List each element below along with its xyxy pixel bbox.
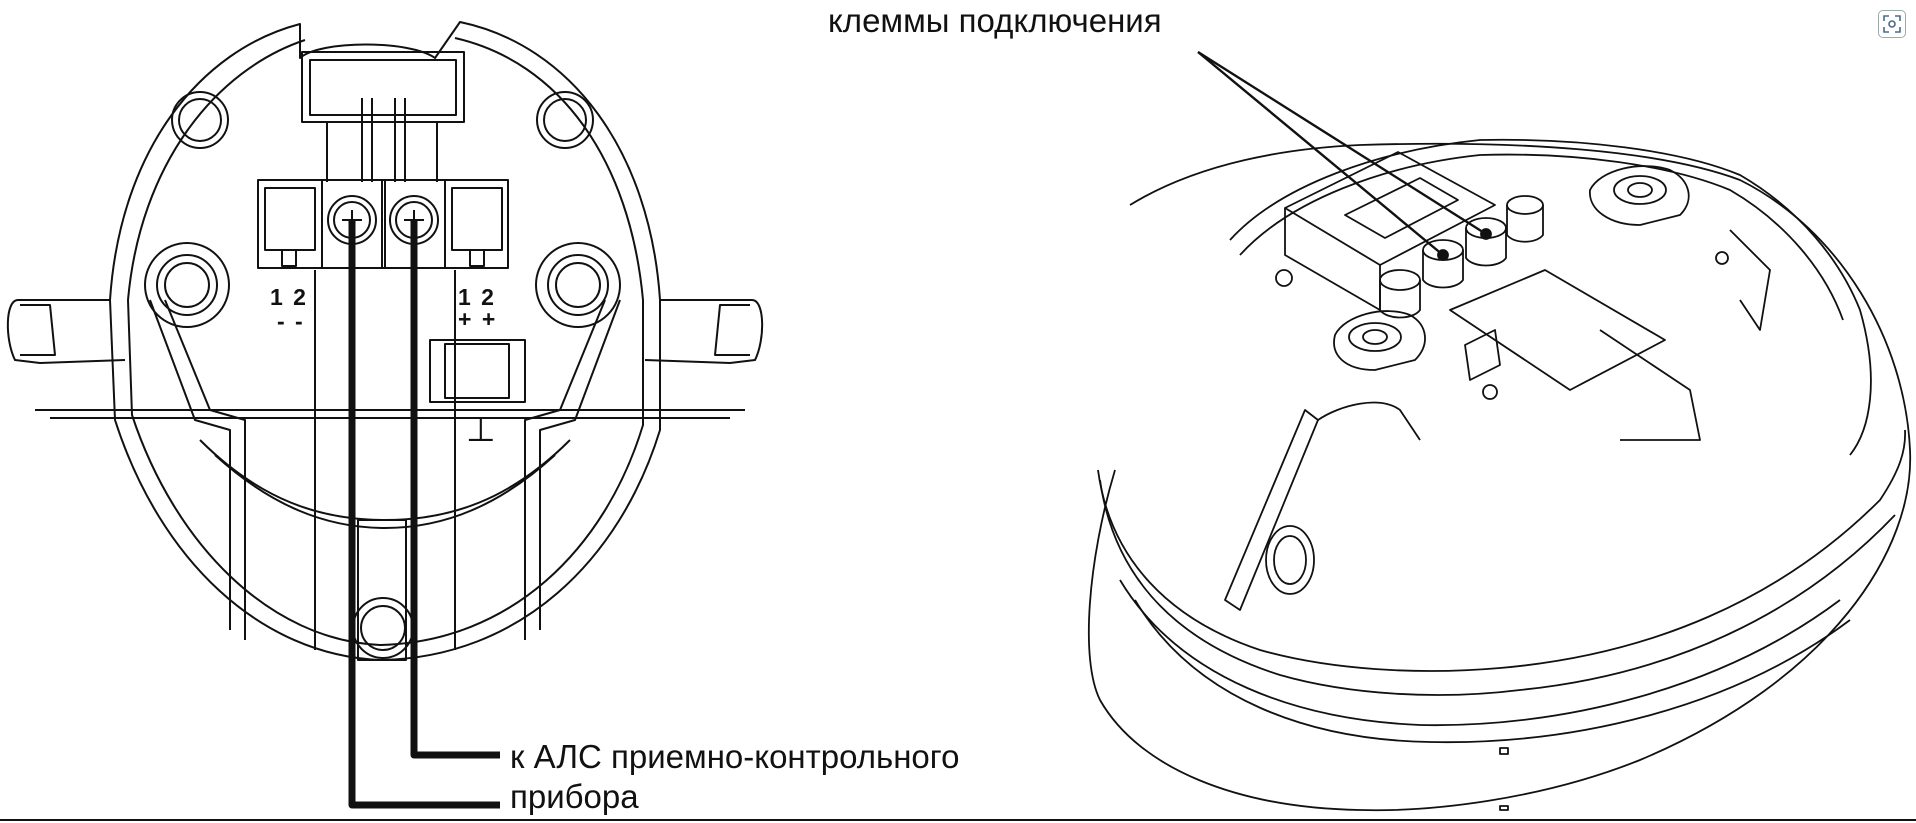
- flange-right: [644, 299, 764, 364]
- mount-hole: [171, 91, 229, 149]
- dome-rim-2: [1099, 479, 1896, 696]
- ground-symbol: ⊥: [466, 411, 496, 449]
- dome-notch: [1499, 747, 1509, 755]
- leader-line: [1197, 50, 1487, 236]
- mount-hole: [543, 98, 587, 142]
- als-label-line2: прибора: [510, 778, 639, 815]
- component-capacitor: [429, 339, 526, 403]
- mount-boss: [164, 262, 210, 308]
- connector-block-side: [1284, 208, 1381, 311]
- small-hole: [1275, 269, 1293, 287]
- wire-plus: [410, 220, 500, 759]
- mount-boss: [156, 254, 218, 316]
- mount-boss: [144, 242, 230, 328]
- base-outline: [109, 21, 661, 661]
- terminal-post: [1506, 195, 1544, 243]
- mount-ear: [1333, 310, 1426, 371]
- base-cutout: [1224, 409, 1319, 611]
- mount-hole-bottom: [360, 605, 406, 651]
- inner-arc-2: [214, 454, 556, 529]
- flange-left-tab: [20, 304, 56, 356]
- mount-boss: [555, 262, 601, 308]
- recess: [1449, 269, 1666, 391]
- connector-housing: [301, 51, 465, 123]
- base-3d-view: [1087, 50, 1912, 812]
- wire-minus: [348, 220, 500, 809]
- terminal-post: [1465, 217, 1507, 267]
- small-hole: [1715, 251, 1729, 265]
- terminal-polarity-right: + +: [458, 306, 498, 332]
- dome-outline: [1087, 142, 1912, 812]
- terminal-foot: [469, 249, 485, 267]
- inner-arc: [199, 439, 571, 521]
- terminal-cell: [451, 187, 503, 251]
- terminal-post: [1379, 269, 1421, 319]
- connector-block-slot: [1344, 177, 1459, 239]
- terminal-numbers-left: 1 2: [270, 284, 308, 310]
- dome-rim-1: [1097, 429, 1906, 672]
- connector-block: [1284, 151, 1496, 266]
- recess: [1464, 329, 1501, 381]
- terminal-foot: [281, 249, 297, 267]
- top-plate-inner: [1239, 153, 1844, 321]
- mount-hole: [536, 91, 594, 149]
- connector-housing-inner: [309, 59, 457, 116]
- als-label-line1: к АЛС приемно-контрольного: [510, 738, 960, 775]
- terminal-polarity-left: - -: [277, 308, 305, 334]
- focus-scan-icon[interactable]: [1878, 10, 1906, 38]
- flange-right-tab: [714, 304, 750, 356]
- top-plate: [1229, 138, 1872, 456]
- side-lug: [1729, 229, 1771, 331]
- terminal-post: [1422, 239, 1464, 289]
- mount-hole: [178, 98, 222, 142]
- rib-right: [539, 299, 621, 630]
- terminal-cell: [264, 187, 316, 251]
- base-cutout-2: [1317, 401, 1421, 441]
- dome-rim-3: [1119, 579, 1841, 727]
- dome-notch: [1499, 805, 1509, 811]
- terminal-numbers-right: 1 2: [458, 284, 496, 310]
- base-bottom-view: [6, 21, 764, 809]
- dome-hole: [1273, 535, 1307, 585]
- leader-line: [1197, 51, 1444, 256]
- rib-left: [149, 299, 231, 630]
- dome-rim-4: [1134, 599, 1851, 744]
- mount-boss: [547, 254, 609, 316]
- base-inner-outline: [127, 37, 644, 646]
- rib-left-2: [164, 299, 246, 640]
- mount-boss: [535, 242, 621, 328]
- rib-right-2: [524, 299, 606, 640]
- bottom-slot: [357, 519, 407, 661]
- recess-rim: [1599, 329, 1701, 441]
- mount-ear: [1589, 165, 1690, 226]
- component-capacitor-inner: [444, 343, 510, 399]
- flange-left: [6, 299, 126, 364]
- dome-hole: [1265, 525, 1315, 595]
- small-hole: [1482, 384, 1498, 400]
- terminals-label: клеммы подключения: [828, 2, 1162, 39]
